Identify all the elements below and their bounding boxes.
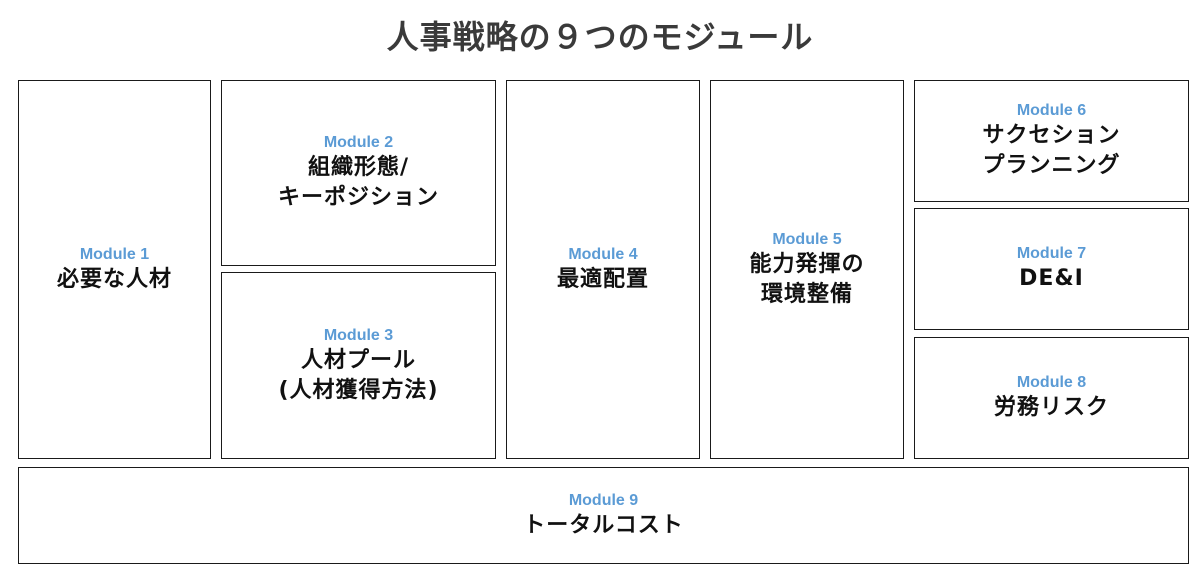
module-1-label: Module 1 [79, 245, 150, 263]
module-2-name-line-2: キーポジション [277, 185, 439, 210]
module-8-box: Module 8 労務リスク [914, 337, 1189, 459]
module-2-label: Module 2 [323, 134, 394, 151]
module-5-name-line-1: 能力発揮の [749, 251, 865, 277]
module-4-box: Module 4 最適配置 [506, 80, 700, 459]
module-6-box: Module 6 サクセション プランニング [914, 80, 1189, 202]
module-7-name: DE&I [1019, 266, 1084, 291]
module-3-name-line-1: 人材プール [300, 347, 416, 373]
module-4-name: 最適配置 [556, 266, 649, 292]
module-7-label: Module 7 [1016, 245, 1087, 262]
module-2-box: Module 2 組織形態/ キーポジション [221, 80, 496, 266]
module-6-name-line-2: プランニング [982, 153, 1121, 178]
module-5-box: Module 5 能力発揮の 環境整備 [710, 80, 904, 459]
module-5-name-line-2: 環境整備 [760, 281, 853, 307]
module-1-box: Module 1 必要な人材 [18, 80, 211, 459]
module-6-name-line-1: サクセション [982, 123, 1121, 148]
module-2-name-line-1: 組織形態/ [307, 155, 410, 180]
module-5-label: Module 5 [772, 230, 842, 248]
module-3-name-line-2: (人材獲得方法) [278, 377, 439, 403]
module-1-name: 必要な人材 [56, 266, 172, 292]
module-3-box: Module 3 人材プール (人材獲得方法) [221, 272, 496, 459]
module-9-box: Module 9 トータルコスト [18, 467, 1189, 564]
module-9-label: Module 9 [568, 491, 639, 509]
module-8-label: Module 8 [1016, 374, 1087, 391]
module-9-name: トータルコスト [523, 512, 684, 538]
module-3-label: Module 3 [323, 326, 394, 344]
module-8-name: 労務リスク [993, 395, 1109, 420]
module-6-label: Module 6 [1016, 102, 1087, 119]
diagram-title: 人事戦略の９つのモジュール [386, 18, 814, 56]
module-7-box: Module 7 DE&I [914, 208, 1189, 330]
module-4-label: Module 4 [568, 245, 638, 263]
